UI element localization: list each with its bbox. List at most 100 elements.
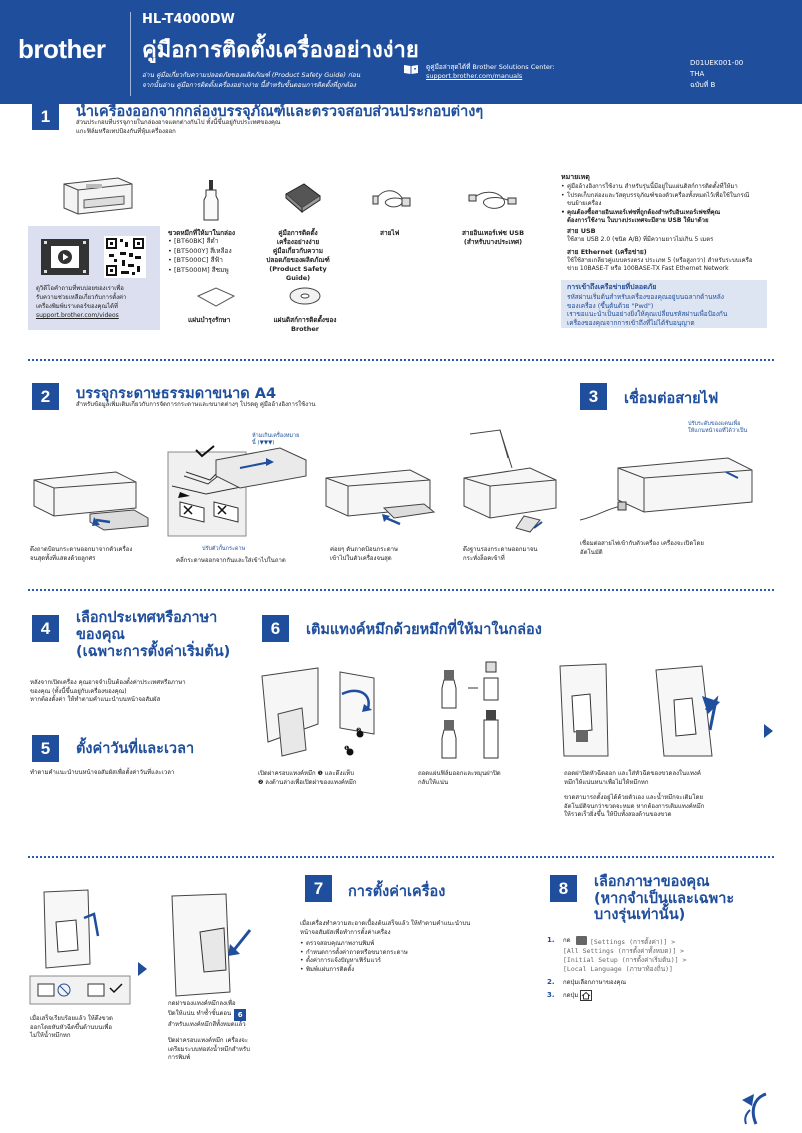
step-2-caption-2: คลี่กระดาษออกจากกันและใส่เข้าไปในถาด [176, 557, 286, 564]
power-cord-icon [372, 190, 411, 208]
model-name: HL-T4000DW [142, 12, 235, 27]
step-8-title: เลือกภาษาของคุณ(หากจำเป็นและเฉพาะบางรุ่น… [594, 874, 735, 923]
note-title: หมายเหตุ [561, 173, 590, 181]
doc-code: D01UEK001-00 [690, 59, 744, 67]
step-3-caption: เชื่อมต่อสายไฟเข้ากับตัวเครื่อง เครื่องจ… [580, 540, 704, 556]
step-7-desc: เมื่อเครื่องทำความสะอาดเบื้องต้นเสร็จแล้… [300, 920, 471, 936]
header-divider [130, 12, 131, 96]
section-divider [28, 589, 774, 591]
ink-item: [BT5000M] สีชมพู [168, 266, 232, 276]
step-2-badge: 2 [32, 383, 59, 410]
home-icon[interactable] [580, 990, 592, 1001]
step-2-caption-1: ดึงถาดป้อนกระดาษออกมาจากตัวเครื่องจนสุดท… [30, 546, 133, 562]
video-text-3: เครื่องพิมพ์บราเดอร์ของคุณได้ที่ [36, 303, 118, 310]
ethernet-desc-1: ใช้ใช้สายเกลียวคู่แบบตรงตรง ประเภท 5 (หร… [567, 257, 753, 264]
maintenance-sheet-label: แผ่นบำรุงรักษา [188, 316, 231, 324]
setting-item: ตั้งค่าการแจ้งปัญหาเฟิร์มแวร์ [300, 957, 408, 966]
step-6-title: เติมแทงค์หมึกด้วยหมึกที่ให้มาในกล่อง [306, 622, 542, 638]
pull-tray-illustration [33, 471, 149, 531]
step-8-badge: 8 [550, 875, 577, 902]
menu-path-3: [Initial Setup (การตั้งค่าเริ่มต้น)] > [563, 956, 687, 964]
header-banner [0, 0, 802, 104]
safety-line-2: จากนั้นอ่าน คู่มือการติดตั้งเครื่องอย่าง… [142, 81, 356, 89]
brother-logo: brother [18, 34, 106, 64]
usb-cable-label: สายอินเทอร์เฟซ USB(สำหรับบางประเทศ) [461, 229, 525, 246]
setting-item: ตรวจสอบคุณภาพงานพิมพ์ [300, 940, 408, 949]
step-1-desc-2: แกะฟิล์มหรือเทปป้องกันที่หุ้มเครื่องออก [76, 128, 176, 135]
step-7-badge: 7 [305, 875, 332, 902]
qr-code-icon[interactable] [104, 236, 146, 278]
close-cover-illustration [171, 893, 252, 997]
manual-icon [285, 183, 321, 214]
security-text: รหัสผ่านเริ่มต้นสำหรับเครื่องของคุณอยู่บ… [567, 293, 728, 327]
step-8-text-2: กดปุ่มเลือกภาษาของคุณ [563, 979, 627, 986]
security-panel [561, 280, 767, 328]
step-5-desc: ทำตามคำแนะนำบนหน้าจอสัมผัสเพื่อตั้งค่าวั… [30, 769, 175, 776]
video-text-2: รับความช่วยเหลือเกี่ยวกับการตั้งค่า [36, 294, 127, 301]
ink-item: [BT60BK] สีดำ [168, 237, 232, 247]
step-8-num-3: 3. [547, 991, 555, 999]
step-8-num-2: 2. [547, 978, 555, 986]
settings-icon[interactable] [576, 936, 587, 945]
bottom-caption-left: เมื่อเสร็จเรียบร้อยแล้ว ให้ดึงขวดออกโดยห… [30, 1015, 113, 1039]
step-1-title: นำเครื่องออกจากกล่องบรรจุภัณฑ์และตรวจสอบ… [76, 104, 484, 120]
step-5-badge: 5 [32, 735, 59, 762]
doc-lang: THA [690, 70, 705, 78]
book-icon [404, 65, 418, 74]
remove-bottle-illustration [29, 889, 131, 1005]
video-text-1: ดูวิดีโอคำถามที่พบบ่อยของเราเพื่อ [36, 285, 124, 292]
step-8-press: กด [563, 937, 571, 944]
note-item: คู่มืออ้างอิงการใช้งาน สำหรับรุ่นนี้มีอย… [561, 183, 767, 192]
usb-title: สาย USB [567, 227, 596, 235]
installation-disc-icon [289, 287, 321, 305]
ink-item: [BT5000C] สีฟ้า [168, 256, 232, 266]
ethernet-title: สาย Ethernet (เครือข่าย) [567, 248, 647, 256]
step-1-badge: 1 [32, 103, 59, 130]
safety-line-1: อ่าน คู่มือเกี่ยวกับความปลอดภัยของผลิตภั… [142, 71, 361, 79]
step-6-caption-3: ถอดฝาปิดหัวฉีดออก และใส่หัวฉีดของขวดลงใน… [564, 770, 705, 818]
menu-path-4: [Local Language (ภาษาท้องถิ่น)] [563, 965, 673, 973]
setting-item: กำหนดการตั้งค่าถาดหรือขนาดกระดาษ [300, 949, 408, 958]
paper-support-illustration [463, 429, 557, 533]
insert-bottle-illustration [559, 663, 720, 757]
step-4-badge: 4 [32, 615, 59, 642]
section-divider [28, 856, 774, 858]
usb-desc: ใช้สาย USB 2.0 (ชนิด A/B) ที่มีความยาวไม… [567, 236, 714, 243]
video-play-icon[interactable] [40, 238, 90, 276]
doc-version: ฉบับที่ B [690, 81, 716, 89]
next-arrow-icon [764, 724, 773, 738]
step-2-title: บรรจุกระดาษธรรมดาขนาด A4 [76, 386, 277, 402]
step-ref-badge: 6 [234, 1008, 247, 1021]
power-cord-label: สายไฟ [380, 229, 400, 237]
callout-2: ❶ [344, 745, 350, 752]
section-divider [28, 359, 774, 361]
support-link[interactable]: support.brother.com/manuals [426, 72, 523, 80]
menu-path-2: [All Settings (การตั้งค่าทั้งหมด)] > [563, 947, 685, 955]
step-2-desc: สำหรับข้อมูลเพิ่มเติมเกี่ยวกับการจัดการก… [76, 401, 316, 408]
step-8-text-3: กดปุ่ม [563, 992, 579, 999]
step-3-tag: ปรับระดับของแคนเพื่อให้แกนหน้าจอที่ได้ว่… [688, 421, 748, 434]
ethernet-desc-2: ข่าย 10BASE-T หรือ 100BASE-TX Fast Ether… [567, 265, 729, 272]
open-ink-cover-illustration [261, 667, 375, 757]
video-link[interactable]: support.brother.com/videos [36, 312, 119, 319]
step-6-caption-2: ถอดแผ่นฟิล์มออกและหมุนฝาปิดกลับให้แน่น [418, 770, 501, 786]
note-item: โปรดเก็บกล่องและวัสดุบรรจุภัณฑ์ของตัวเคร… [561, 192, 767, 209]
page-turn-icon[interactable] [736, 1090, 770, 1128]
callout-1: ❷ [356, 727, 362, 734]
setting-item: พิมพ์แผ่นการติดตั้ง [300, 966, 408, 975]
bottle-cap-illustration [441, 661, 499, 759]
support-line: ดูคู่มือล่าสุดได้ที่ Brother Solutions C… [426, 63, 555, 71]
printer-illustration [63, 177, 133, 215]
step-7-list: ตรวจสอบคุณภาพงานพิมพ์ กำหนดการตั้งค่าถาด… [300, 940, 408, 974]
bottom-caption-mid: กดฝาของแทงค์หมึกลงเพื่อ ปิดให้แน่น ทำซ้ำ… [168, 1000, 250, 1061]
guide-title: คู่มือการติดตั้งเครื่องอย่างง่าย [142, 38, 419, 63]
step-7-title: การตั้งค่าเครื่อง [348, 884, 446, 900]
step-2-caption-3: ค่อยๆ ดันถาดป้อนกระดาษเข้าไปในตัวเครื่อง… [330, 546, 398, 562]
note-item: คุณต้องซื้อสายอินเทอร์เฟซที่ถูกต้องสำหรั… [561, 209, 767, 226]
step-2-caption-4: ดึงฐานรองกระดาษออกมาจนกระทั่งล็อคเข้าที่ [463, 546, 538, 562]
limit-mark-tag: ห้ามเกินเครื่องหมายนี้ (▼▼▼) [252, 433, 300, 446]
step-3-title: เชื่อมต่อสายไฟ [624, 391, 719, 407]
note-list: คู่มืออ้างอิงการใช้งาน สำหรับรุ่นนี้มีอย… [561, 183, 767, 226]
step-6-badge: 6 [262, 615, 289, 642]
